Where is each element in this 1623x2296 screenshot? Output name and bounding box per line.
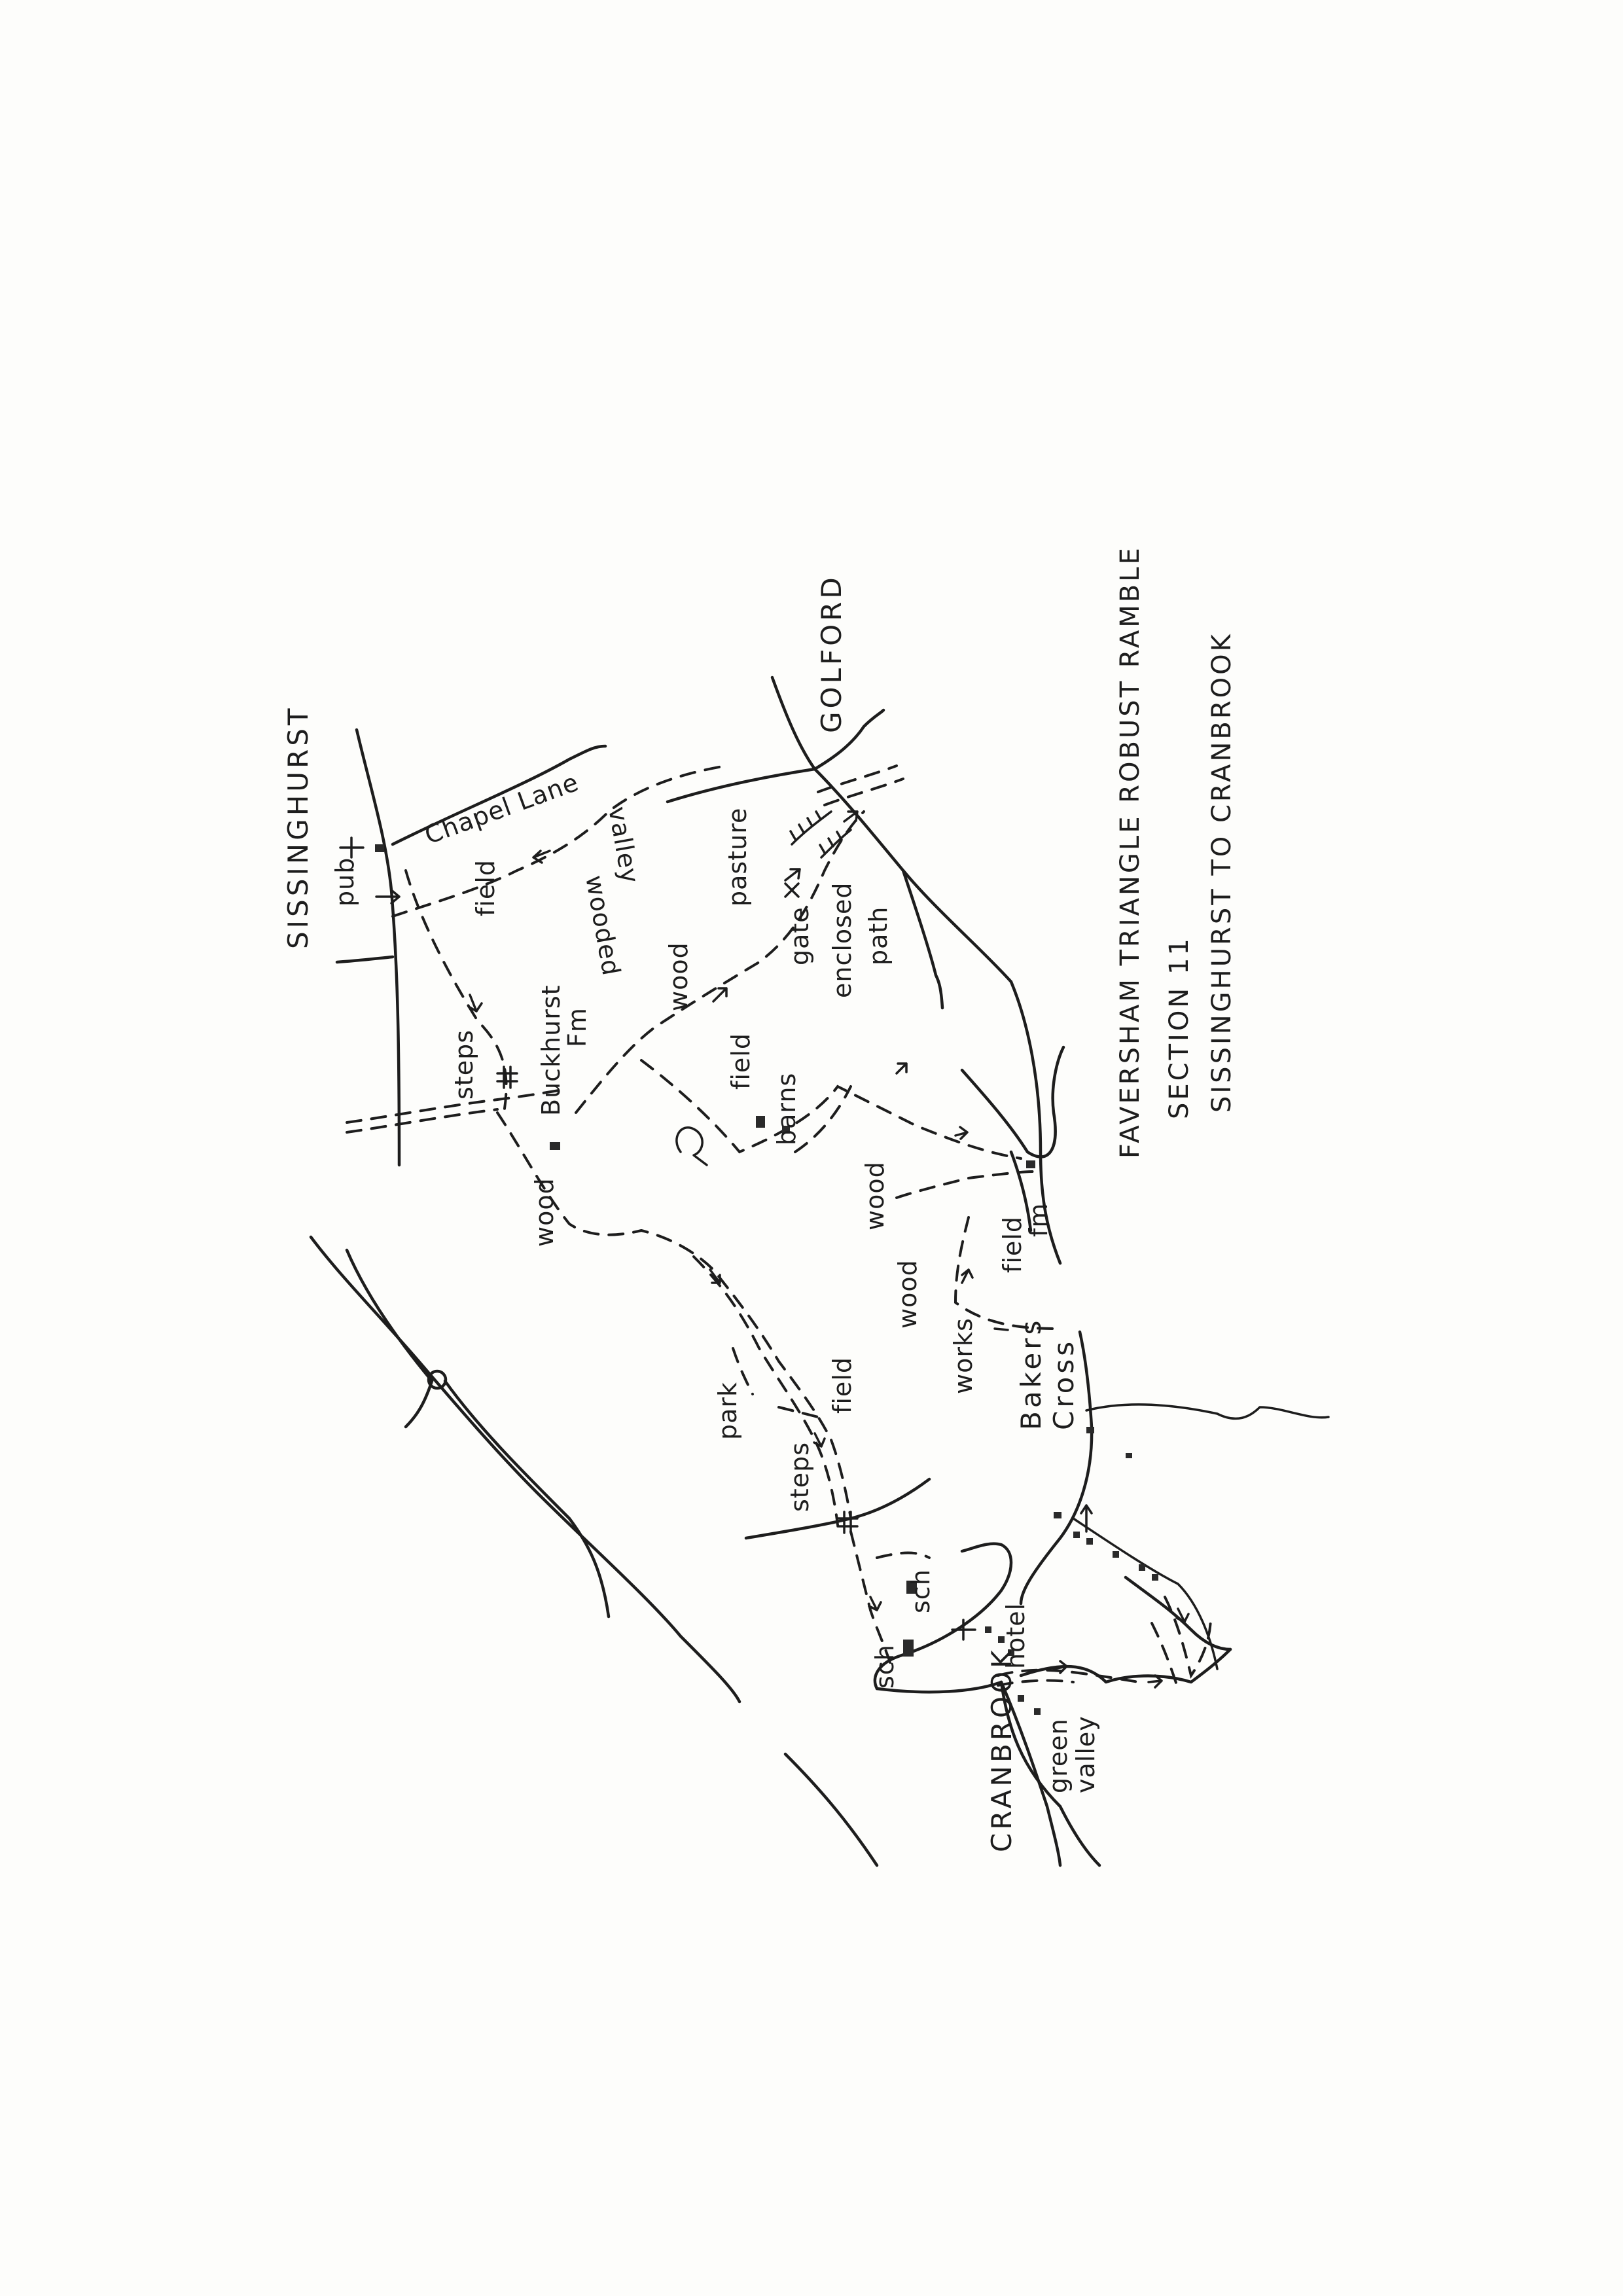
route-hotel-green xyxy=(997,1668,1140,1683)
route-wood-south-2 xyxy=(692,1255,839,1526)
road-cranbrook-east xyxy=(1019,1647,1232,1684)
label-park: park xyxy=(713,1382,742,1440)
route-works-wood xyxy=(954,1216,1055,1330)
church-cross-sissinghurst xyxy=(339,836,365,859)
road-golford-east xyxy=(813,708,885,771)
roundabout xyxy=(427,1369,448,1390)
route-barns xyxy=(640,1059,1022,1160)
label-gate: gate xyxy=(785,906,814,965)
road-roundabout-west xyxy=(404,1379,434,1429)
route-wood-north xyxy=(575,810,865,1114)
label-pasture: pasture xyxy=(723,808,752,906)
route-buckhurst-cross-2 xyxy=(346,1108,499,1134)
label-pub: pub xyxy=(330,857,359,906)
label-golford: GOLFORD xyxy=(815,574,847,733)
road-long-west-1 xyxy=(309,1235,741,1704)
label-fm-2: fm xyxy=(1024,1203,1053,1237)
label-field-3: field xyxy=(998,1216,1027,1273)
label-cross: Cross xyxy=(1048,1338,1080,1430)
label-buckhurst: Buckhurst xyxy=(537,984,565,1116)
title-line-2: SECTION 11 xyxy=(1164,936,1194,1119)
route-steps-to-sch xyxy=(849,1530,891,1664)
road-bakers-cross xyxy=(1019,1330,1094,1605)
label-works: works xyxy=(949,1318,978,1394)
label-sch-2: sch xyxy=(870,1644,899,1689)
label-wooded: wooded xyxy=(580,873,626,978)
label-barns: barns xyxy=(772,1073,801,1145)
route-barns-2 xyxy=(794,1085,852,1153)
road-fm-south xyxy=(1009,1150,1033,1232)
steps-mark-1 xyxy=(496,1066,518,1089)
route-hotel-green-2 xyxy=(997,1679,1075,1687)
label-sch-1: sch xyxy=(906,1569,935,1613)
road-roundabout-east xyxy=(443,1379,611,1619)
label-wood-2: wood xyxy=(530,1177,559,1247)
label-enclosed: enclosed xyxy=(828,882,857,998)
map-title: FAVERSHAM TRIANGLE ROBUST RAMBLE SECTION… xyxy=(1115,545,1237,1158)
route-arrows xyxy=(375,810,1190,1689)
label-path: path xyxy=(864,906,893,965)
gate-mark xyxy=(784,882,800,898)
title-line-1: FAVERSHAM TRIANGLE ROBUST RAMBLE xyxy=(1115,545,1145,1158)
map-labels: SISSINGHURST pub Chapel Lane field woode… xyxy=(282,574,1100,1852)
route-pub-to-chapel xyxy=(391,764,728,918)
route-wood-south xyxy=(496,1111,852,1520)
tree-symbol xyxy=(675,1126,708,1166)
label-valley: valley xyxy=(603,804,645,886)
label-green: green xyxy=(1044,1718,1073,1793)
road-golford-north xyxy=(770,675,817,771)
road-cranbrook-south xyxy=(999,1680,1101,1867)
label-sissinghurst: SISSINGHURST xyxy=(282,705,314,949)
road-sissinghurst-main xyxy=(355,728,401,1167)
hedge-marks xyxy=(789,810,852,859)
road-golford-se xyxy=(901,869,944,1010)
label-field-1: field xyxy=(471,859,500,916)
label-steps-2: steps xyxy=(785,1442,814,1512)
label-chapel-lane: Chapel Lane xyxy=(421,768,582,850)
steps-mark-2 xyxy=(836,1511,859,1534)
label-wood-1: wood xyxy=(664,942,693,1011)
road-hotel-east xyxy=(1124,1575,1232,1651)
label-cranbrook: CRANBROOK xyxy=(986,1647,1018,1852)
church-cross-cranbrook xyxy=(951,1619,976,1641)
label-valley-2: valley xyxy=(1071,1715,1100,1793)
buildings xyxy=(375,844,1158,1715)
road-cranbrook-west xyxy=(875,1680,1003,1694)
route-golford-crossing xyxy=(817,764,898,793)
label-field-2: field xyxy=(726,1033,755,1090)
label-field-4: field xyxy=(828,1357,857,1414)
road-steps-west xyxy=(744,1477,931,1540)
route-east-loop xyxy=(1164,1596,1212,1679)
route-field-south xyxy=(404,869,508,1114)
route-park-branch xyxy=(732,1347,754,1395)
label-steps-1: steps xyxy=(450,1030,478,1100)
road-long-west-2 xyxy=(783,1752,879,1867)
label-wood-4: wood xyxy=(893,1259,922,1329)
title-line-3: SISSINGHURST TO CRANBROOK xyxy=(1207,632,1237,1113)
road-cranbrook-main xyxy=(999,1680,1062,1867)
label-bakers: Bakers xyxy=(1015,1318,1047,1430)
stream-east xyxy=(1085,1403,1330,1420)
road-chapel-lane xyxy=(391,744,607,846)
route-buckhurst-cross xyxy=(346,1088,564,1124)
road-fm-east xyxy=(960,1045,1065,1158)
route-steps-to-sch-2 xyxy=(876,1551,931,1559)
road-sissinghurst-side xyxy=(335,955,395,964)
road-roundabout-north xyxy=(345,1248,434,1383)
route-east-loop-2 xyxy=(1150,1622,1179,1690)
label-fm-1: Fm xyxy=(563,1007,592,1047)
route-golford-crossing-2 xyxy=(823,778,904,806)
road-golford-to-fm xyxy=(666,767,1062,1265)
label-wood-3: wood xyxy=(861,1161,889,1230)
label-hotel: hotel xyxy=(1001,1603,1030,1669)
route-field-works xyxy=(895,1170,1035,1199)
route-park-branch-2 xyxy=(777,1406,819,1418)
